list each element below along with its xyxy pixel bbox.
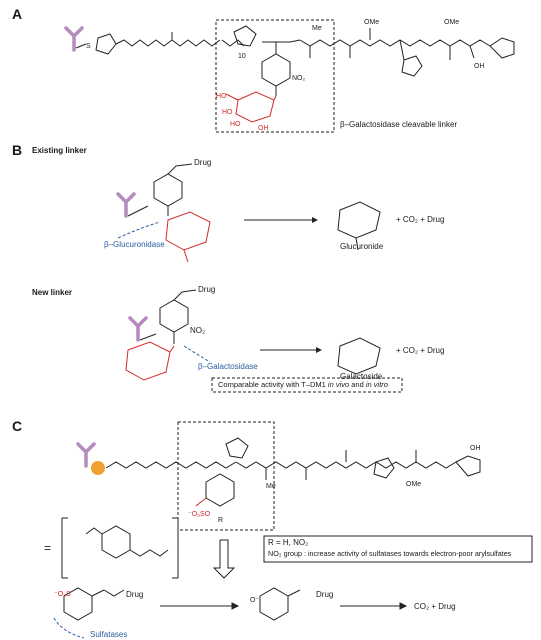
glucuronide-label: Glucuronide [340, 242, 384, 251]
new-linker-title: New linker [32, 288, 73, 297]
drug-label-new: Drug [198, 285, 216, 294]
svg-text:O⁻: O⁻ [250, 597, 259, 604]
existing-linker-title: Existing linker [32, 146, 87, 155]
drug-label-c1: Drug [126, 590, 144, 599]
panel-a-letter: A [12, 6, 23, 22]
n-repeat-label: 10 [238, 53, 246, 60]
r-label: R [218, 517, 223, 524]
oh-label: OH [474, 63, 485, 70]
svg-text:OH: OH [258, 125, 269, 132]
svg-text:⁻O₃S: ⁻O₃S [54, 591, 71, 598]
me-label-c: Me [266, 483, 276, 490]
note-and: and [349, 380, 366, 389]
svg-text:HO: HO [230, 121, 241, 128]
panel-a-caption: β–Galactosidase cleavable linker [340, 120, 458, 129]
svg-text:HO: HO [216, 93, 227, 100]
galactoside-label: Galactoside [340, 372, 383, 381]
bead-icon [91, 461, 105, 475]
note-prefix: Comparable activity with T–DM1 [218, 380, 328, 389]
co2-drug-products: CO₂ + Drug [414, 602, 456, 611]
no2-label: NO₂ [292, 75, 306, 82]
svg-text:⁻O₃SO: ⁻O₃SO [188, 511, 211, 518]
ome-label-c: OMe [406, 481, 421, 488]
ome-label-2: OMe [444, 19, 459, 26]
glucuronidase-label: β–Glucuronidase [104, 240, 165, 249]
equals-sign: = [44, 541, 52, 555]
plus-co2-drug-1: + CO₂ + Drug [396, 215, 445, 224]
comparable-activity-note: Comparable activity with T–DM1 in vivo a… [218, 380, 388, 389]
note-in-vivo: in vivo [327, 380, 350, 389]
drug-label-c2: Drug [316, 590, 334, 599]
ome-label-1: OMe [364, 19, 379, 26]
note-in-vitro: in vitro [365, 380, 388, 389]
drug-label-existing: Drug [194, 158, 212, 167]
galactosidase-label: β–Galactosidase [198, 362, 258, 371]
no2-label-new: NO₂ [190, 326, 206, 335]
panel-b-letter: B [12, 142, 23, 158]
sulfatases-label: Sulfatases [90, 630, 128, 639]
r-definition: R = H, NO₂ [268, 538, 309, 547]
svg-text:HO: HO [222, 109, 233, 116]
oh-label-c: OH [470, 445, 481, 452]
panel-a-structure: HO HO OH HO S 10 NO₂ Me OMe OMe OH [64, 19, 515, 133]
panel-c-structures: ⁻O₃SO R Me OMe OH ⁻O₃S O⁻ [53, 421, 533, 639]
no2-sulfatase-note: NO₂ group : increase activity of sulfata… [268, 549, 512, 558]
antibody-icon [64, 26, 84, 52]
plus-co2-drug-2: + CO₂ + Drug [396, 346, 445, 355]
panel-c-letter: C [12, 418, 23, 434]
panel-b-structures [116, 163, 403, 393]
me-label: Me [312, 25, 322, 32]
sulfur-label: S [86, 43, 91, 50]
